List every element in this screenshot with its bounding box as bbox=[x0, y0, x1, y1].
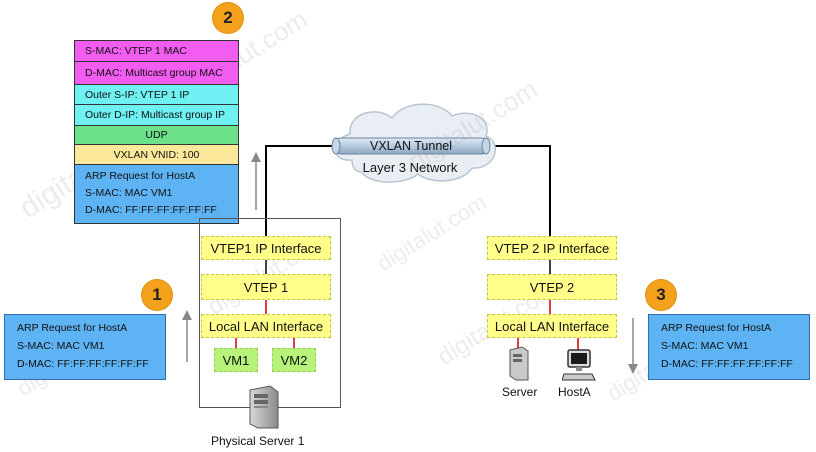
step-badge-3: 3 bbox=[646, 280, 676, 310]
arp-right-line-2: S-MAC: MAC VM1 bbox=[661, 340, 749, 352]
left-lan-interface: Local LAN Interface bbox=[201, 314, 331, 338]
arp-request-left: ARP Request for HostA S-MAC: MAC VM1 D-M… bbox=[4, 314, 166, 380]
right-lan-interface: Local LAN Interface bbox=[487, 314, 617, 338]
hosta-label: HostA bbox=[558, 385, 591, 399]
packet-inner-arp: ARP Request for HostA S-MAC: MAC VM1 D-M… bbox=[75, 165, 238, 224]
tunnel-pipe bbox=[331, 137, 491, 155]
physical-server-icon bbox=[249, 385, 279, 429]
computer-icon bbox=[562, 349, 596, 381]
server-label: Server bbox=[502, 385, 538, 399]
vtep2-ip-interface: VTEP 2 IP Interface bbox=[487, 236, 617, 260]
vtep1-ip-interface: VTEP1 IP Interface bbox=[201, 236, 331, 260]
up-arrow-icon bbox=[251, 152, 261, 210]
packet-row-vxlan: VXLAN VNID: 100 bbox=[75, 145, 238, 165]
step-badge-1: 1 bbox=[142, 280, 172, 310]
vm2: VM2 bbox=[272, 348, 316, 372]
packet-row-outer-dip: Outer D-IP: Multicast group IP bbox=[75, 105, 238, 126]
packet-row-inner-smac: S-MAC: MAC VM1 bbox=[85, 187, 173, 199]
arp-left-line-2: S-MAC: MAC VM1 bbox=[17, 340, 105, 352]
arp-right-line-1: ARP Request for HostA bbox=[661, 322, 772, 334]
arp-left-line-1: ARP Request for HostA bbox=[17, 322, 128, 334]
packet-row-arp: ARP Request for HostA bbox=[85, 170, 196, 182]
packet-row-dmac: D-MAC: Multicast group MAC bbox=[75, 62, 238, 85]
packet-row-smac: S-MAC: VTEP 1 MAC bbox=[75, 41, 238, 62]
arp-left-line-3: D-MAC: FF:FF:FF:FF:FF:FF bbox=[17, 358, 149, 370]
packet-row-outer-sip: Outer S-IP: VTEP 1 IP bbox=[75, 85, 238, 105]
network-label: Layer 3 Network bbox=[362, 160, 458, 175]
tunnel-label: VXLAN Tunnel bbox=[370, 139, 452, 153]
packet-row-udp: UDP bbox=[75, 126, 238, 145]
encapsulated-packet: S-MAC: VTEP 1 MAC D-MAC: Multicast group… bbox=[74, 40, 239, 224]
up-arrow-icon bbox=[182, 310, 192, 362]
physical-server-label: Physical Server 1 bbox=[211, 434, 305, 448]
vtep2: VTEP 2 bbox=[487, 274, 617, 300]
step-badge-2: 2 bbox=[213, 3, 243, 33]
vm1: VM1 bbox=[214, 348, 258, 372]
vtep1: VTEP 1 bbox=[201, 274, 331, 300]
arp-right-line-3: D-MAC: FF:FF:FF:FF:FF:FF bbox=[661, 358, 793, 370]
down-arrow-icon bbox=[628, 318, 638, 374]
packet-row-inner-dmac: D-MAC: FF:FF:FF:FF:FF:FF bbox=[85, 204, 217, 216]
arp-request-right: ARP Request for HostA S-MAC: MAC VM1 D-M… bbox=[648, 314, 810, 380]
server-icon bbox=[509, 346, 529, 381]
